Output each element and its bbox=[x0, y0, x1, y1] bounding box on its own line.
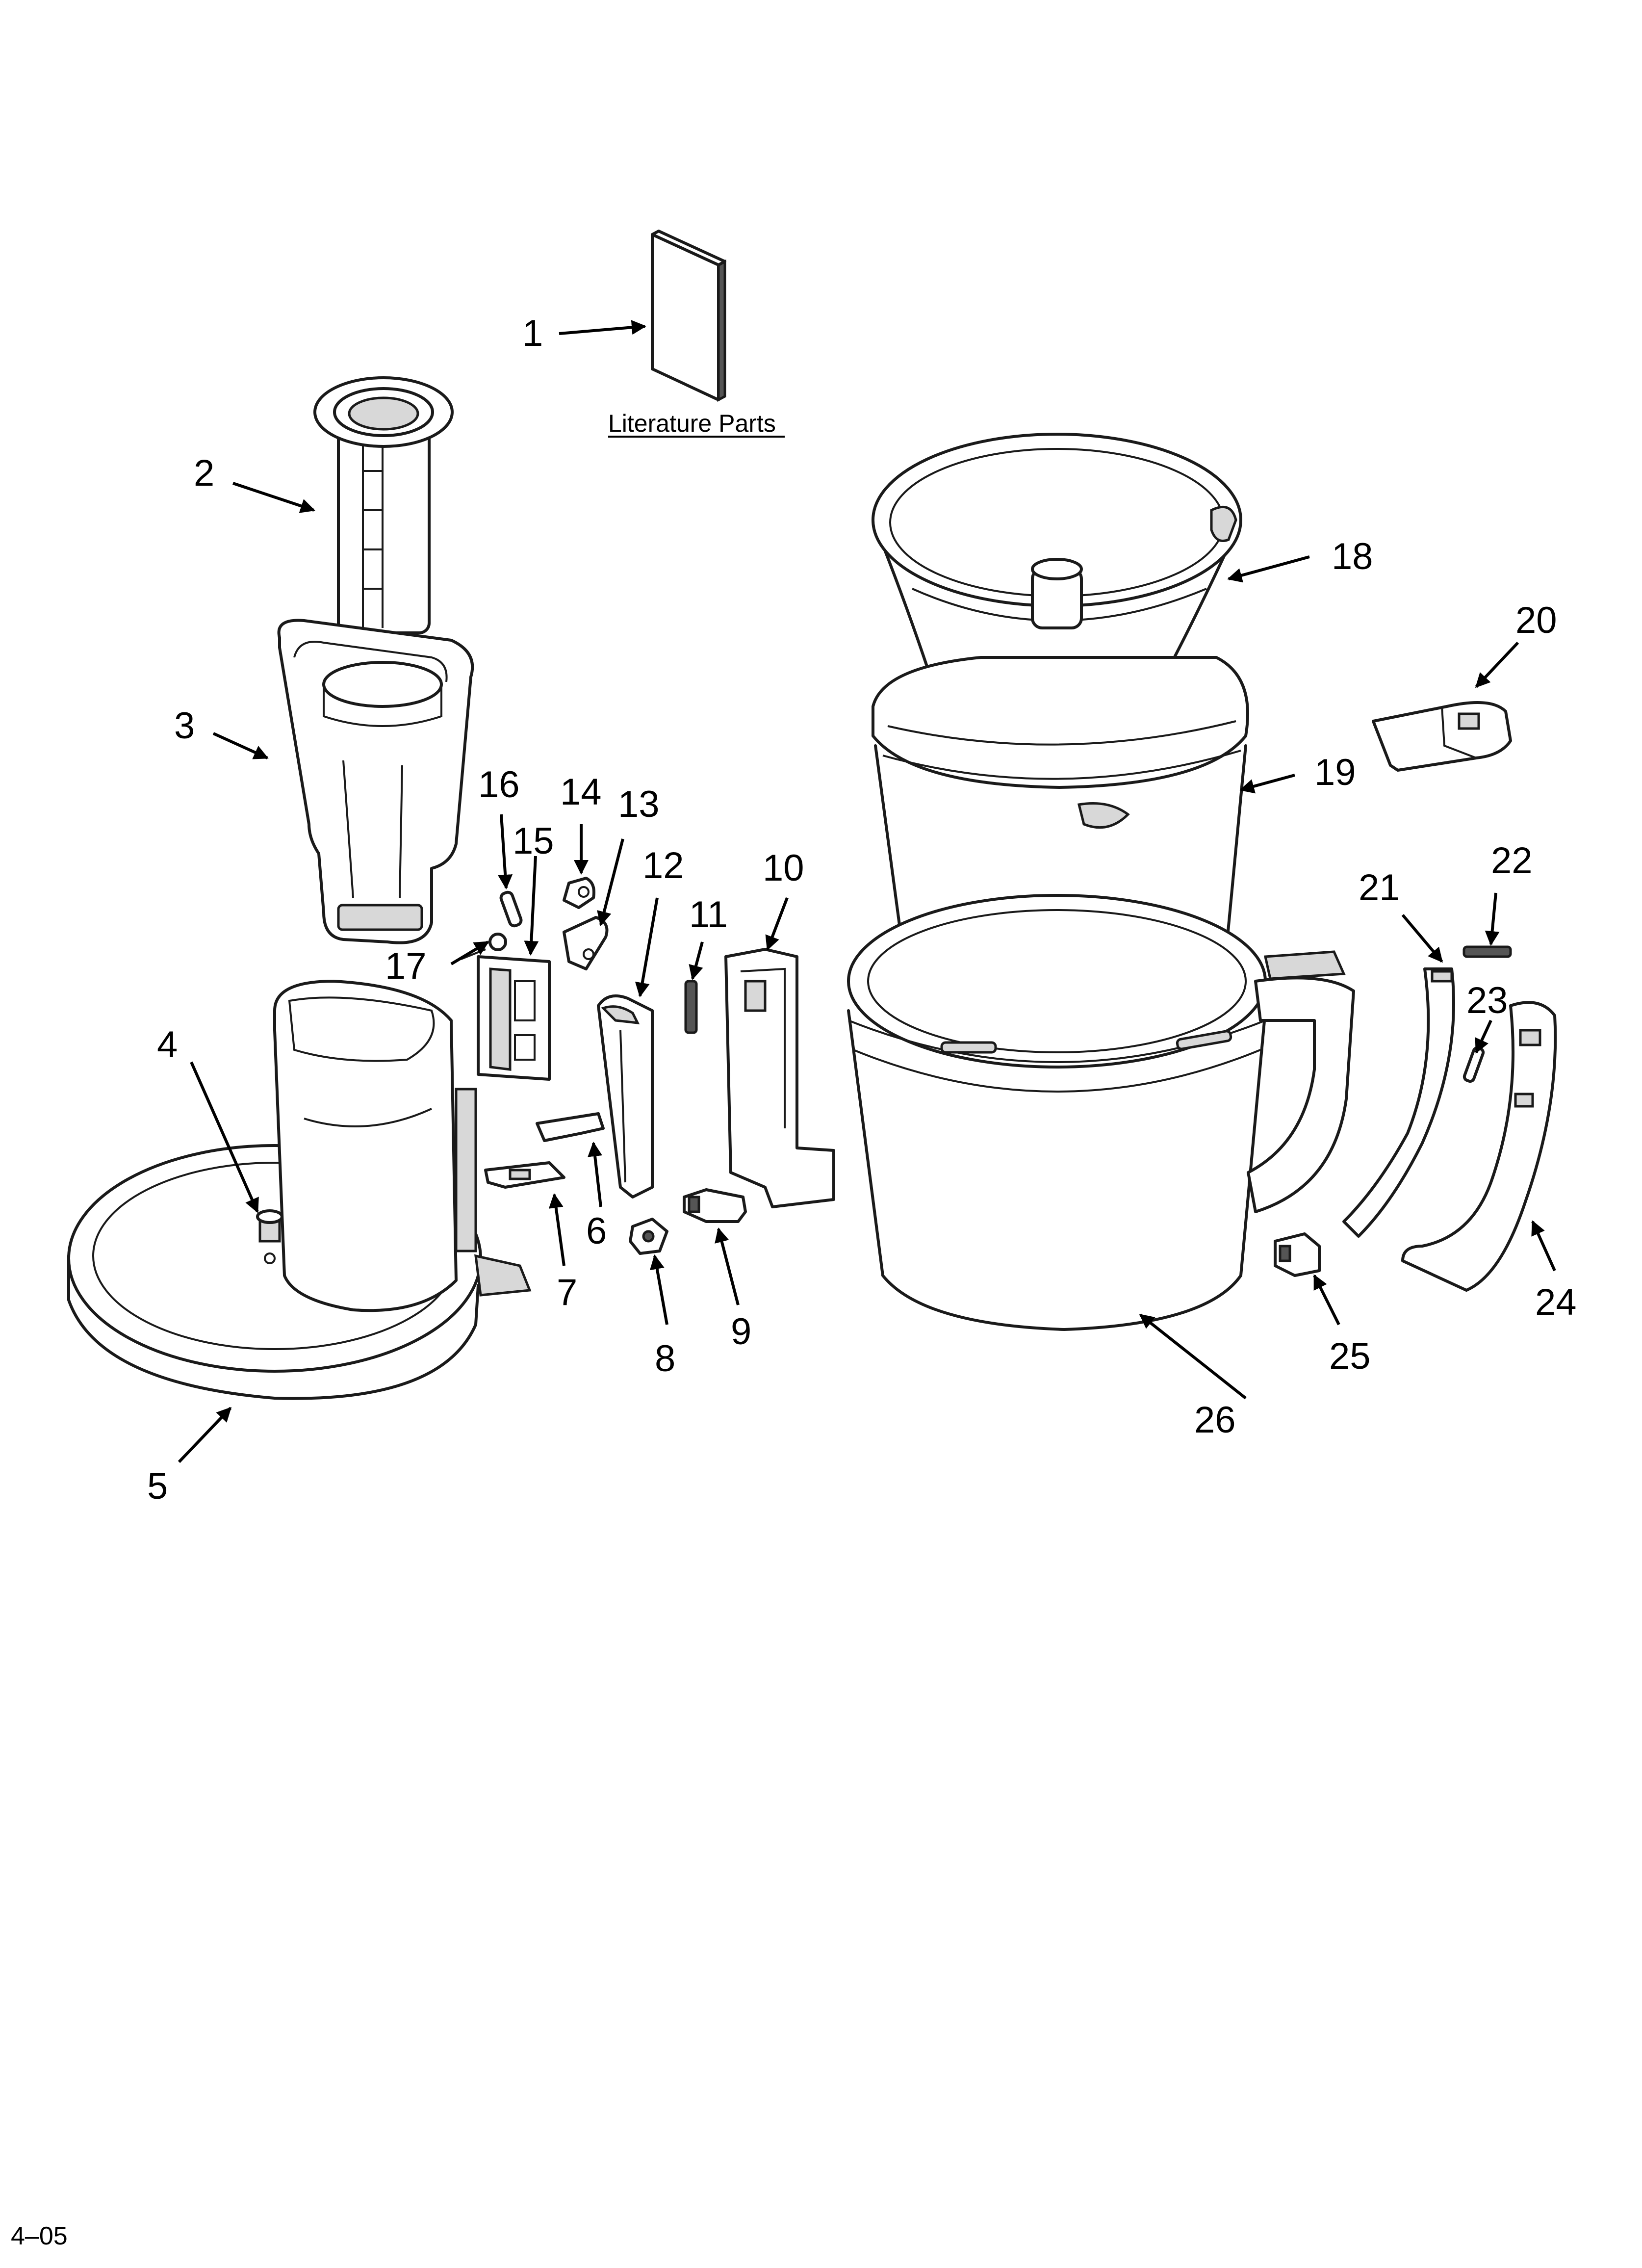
callout-19: 19 bbox=[1314, 752, 1356, 793]
callout-13: 13 bbox=[618, 783, 660, 825]
clip-8 bbox=[629, 1218, 668, 1255]
callout-20: 20 bbox=[1515, 600, 1557, 641]
spring-22 bbox=[1462, 945, 1512, 958]
callout-2: 2 bbox=[194, 452, 214, 494]
bracket-6 bbox=[536, 1112, 605, 1142]
callout-21: 21 bbox=[1359, 867, 1400, 909]
callout-14: 14 bbox=[560, 771, 602, 813]
main-bowl-26 bbox=[847, 894, 1355, 1331]
latch-9 bbox=[683, 1188, 747, 1223]
callout-17: 17 bbox=[385, 945, 427, 987]
literature-parts-label: Literature Parts bbox=[608, 410, 776, 437]
latch-cover-20 bbox=[1372, 701, 1512, 772]
interlock-cover-10 bbox=[724, 948, 835, 1208]
callout-numbers: 1 2 3 4 5 6 7 8 9 10 11 12 13 14 15 16 1… bbox=[147, 313, 1577, 1507]
callout-6: 6 bbox=[586, 1210, 607, 1252]
callout-22: 22 bbox=[1491, 840, 1533, 882]
callout-3: 3 bbox=[174, 705, 195, 747]
switch-7 bbox=[484, 1161, 565, 1189]
handle-insert-21 bbox=[1342, 967, 1455, 1238]
callout-26: 26 bbox=[1194, 1399, 1236, 1441]
drive-shaft-knob bbox=[256, 1209, 283, 1264]
callout-15: 15 bbox=[513, 820, 554, 862]
callout-16: 16 bbox=[478, 764, 520, 806]
callout-9: 9 bbox=[731, 1311, 751, 1353]
callout-1: 1 bbox=[522, 313, 543, 354]
bowl-handle bbox=[1247, 950, 1355, 1213]
base-assembly bbox=[67, 980, 532, 1400]
clip-25 bbox=[1274, 1232, 1321, 1277]
callout-4: 4 bbox=[157, 1024, 178, 1066]
callout-11: 11 bbox=[689, 894, 728, 936]
callout-10: 10 bbox=[763, 847, 804, 889]
callout-7: 7 bbox=[557, 1272, 577, 1313]
spring-11 bbox=[684, 980, 698, 1034]
footer-code: 4–05 bbox=[11, 2222, 68, 2250]
feed-tube bbox=[277, 619, 474, 944]
handle-cover-24 bbox=[1401, 1001, 1557, 1292]
leader-lines bbox=[178, 320, 1556, 1463]
switch-actuator-14 bbox=[563, 877, 595, 909]
callout-25: 25 bbox=[1329, 1335, 1371, 1377]
lever-13 bbox=[563, 916, 609, 970]
callout-8: 8 bbox=[655, 1338, 675, 1380]
callout-24: 24 bbox=[1535, 1281, 1577, 1323]
pin-23 bbox=[1462, 1046, 1485, 1083]
pin-16 bbox=[499, 890, 523, 928]
slide-12 bbox=[597, 994, 654, 1199]
callout-5: 5 bbox=[147, 1465, 168, 1507]
callout-18: 18 bbox=[1332, 536, 1373, 577]
callout-23: 23 bbox=[1466, 980, 1508, 1021]
food-pusher bbox=[313, 376, 454, 634]
switch-housing-15 bbox=[477, 955, 551, 1081]
callout-12: 12 bbox=[642, 845, 684, 886]
literature-booklet bbox=[651, 230, 726, 402]
